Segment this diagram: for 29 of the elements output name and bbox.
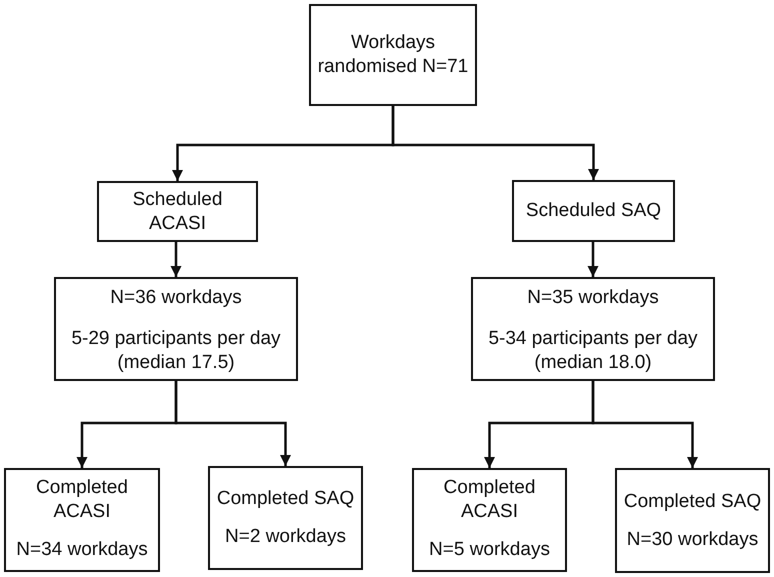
- box-heading: Completed ACASI: [442, 476, 536, 524]
- box-heading: Completed SAQ: [216, 487, 354, 511]
- arrow: [174, 381, 291, 466]
- arrow: [170, 242, 182, 277]
- process-box: [208, 466, 363, 570]
- arrow: [588, 242, 598, 277]
- box-heading: Completed ACASI: [35, 476, 129, 524]
- box-text: 5-34 participants per day (median 18.0): [487, 326, 699, 375]
- process-box: [471, 277, 715, 381]
- box-heading: N=36 workdays: [110, 286, 242, 310]
- arrow: [392, 106, 599, 180]
- box-heading: Scheduled SAQ: [526, 199, 662, 223]
- box-heading: Workdays randomised N=71: [316, 31, 470, 79]
- box-heading: Scheduled ACASI: [132, 188, 224, 236]
- box-heading: Completed SAQ: [624, 490, 762, 514]
- box-text: 5-29 participants per day (median 17.5): [70, 326, 282, 375]
- process-box: [512, 180, 675, 242]
- box-text: N=5 workdays: [429, 538, 550, 562]
- process-box: [309, 4, 477, 106]
- arrow: [592, 381, 698, 468]
- process-box: [54, 277, 298, 381]
- box-heading: N=35 workdays: [527, 286, 659, 310]
- process-box: [412, 468, 567, 572]
- box-text: N=34 workdays: [16, 538, 148, 562]
- box-text: N=30 workdays: [626, 528, 758, 552]
- process-box: [4, 468, 160, 572]
- box-text: N=2 workdays: [225, 525, 346, 549]
- process-box: [97, 181, 258, 242]
- process-box: [615, 468, 770, 573]
